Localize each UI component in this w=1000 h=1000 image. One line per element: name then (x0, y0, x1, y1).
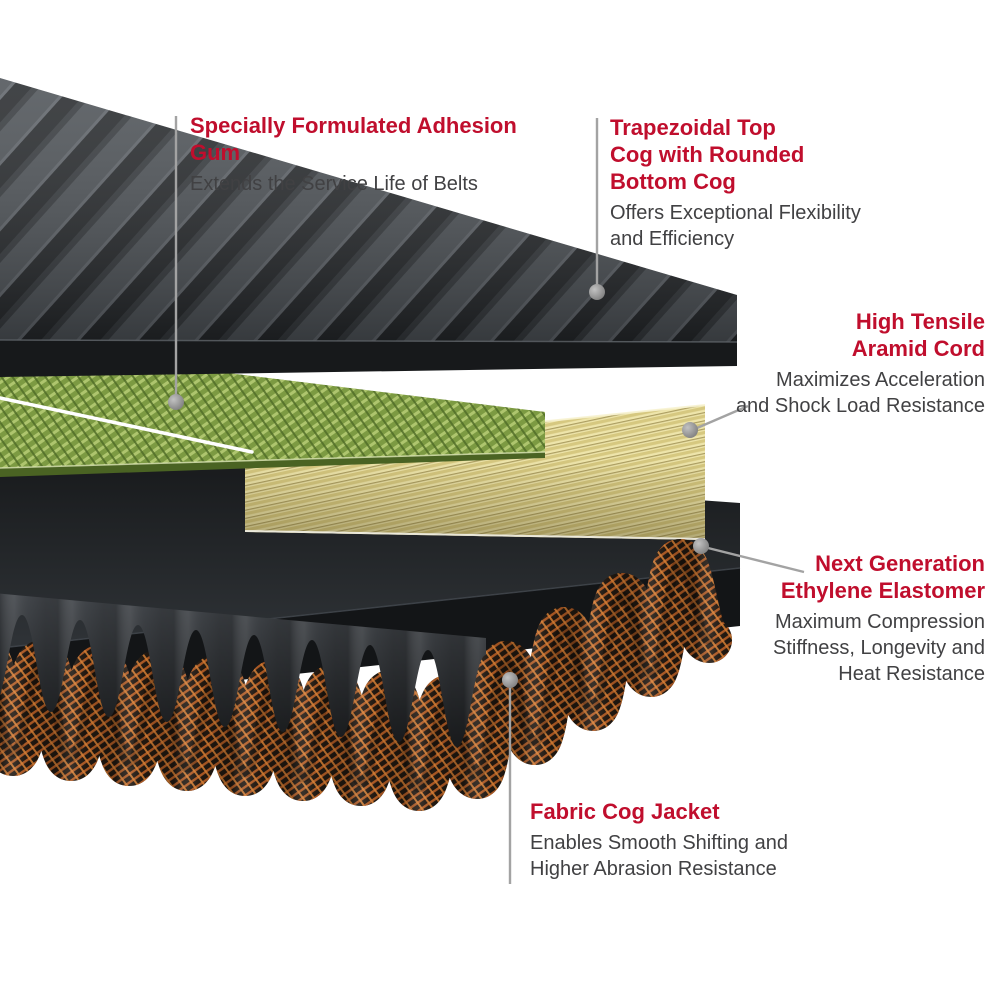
description-line: Stiffness, Longevity and (773, 637, 985, 659)
white-cord-edge (244, 530, 706, 540)
description-line: and Shock Load Resistance (735, 395, 985, 417)
white-cord-highlight (0, 396, 254, 454)
title-line: Trapezoidal Top (610, 115, 776, 140)
layer-top-cog (0, 78, 738, 377)
callout-top-cog: Trapezoidal Top Cog with Rounded Bottom … (610, 114, 861, 252)
dot-top-cog (589, 284, 605, 300)
title-line: Cog with Rounded (610, 142, 805, 167)
title-line: Gum (190, 140, 241, 165)
description-line: Enables Smooth Shifting and (530, 832, 788, 854)
callout-description: Maximizes Acceleration and Shock Load Re… (736, 367, 985, 419)
callout-adhesion-gum: Specially Formulated Adhesion Gum Extend… (190, 112, 517, 197)
callout-title: Fabric Cog Jacket (530, 798, 788, 825)
dot-cog-jacket (502, 672, 518, 688)
leader-elastomer (707, 546, 805, 574)
dot-elastomer (693, 538, 709, 554)
callout-description: Maximum Compression Stiffness, Longevity… (773, 609, 985, 687)
description-line: Maximizes Acceleration (776, 369, 985, 391)
callout-description: Enables Smooth Shifting and Higher Abras… (530, 830, 788, 882)
title-line: High Tensile (855, 309, 985, 334)
callout-cog-jacket: Fabric Cog Jacket Enables Smooth Shiftin… (530, 798, 788, 882)
callout-description: Offers Exceptional Flexibility and Effic… (610, 200, 861, 252)
description-line: Extends the Service Life of Belts (190, 173, 478, 195)
callout-title: Next Generation Ethylene Elastomer (773, 550, 985, 604)
description-line: Higher Abrasion Resistance (530, 858, 777, 880)
leader-dots (168, 284, 709, 688)
callout-elastomer: Next Generation Ethylene Elastomer Maxim… (773, 550, 985, 687)
description-line: Offers Exceptional Flexibility (610, 202, 861, 224)
leader-lines (174, 116, 805, 884)
layer-bottom-cog (0, 593, 486, 747)
description-line: Maximum Compression (774, 611, 985, 633)
title-line: Specially Formulated Adhesion (190, 113, 517, 138)
title-line: Ethylene Elastomer (780, 578, 985, 603)
title-line: Next Generation (815, 551, 985, 576)
leader-aramid-cord (696, 404, 749, 430)
layer-adhesion-gum (0, 345, 546, 477)
callout-description: Extends the Service Life of Belts (190, 171, 517, 197)
description-line: and Efficiency (610, 228, 735, 250)
layer-aramid-cord (244, 404, 706, 540)
title-line: Aramid Cord (851, 336, 985, 361)
dot-aramid-cord (682, 422, 698, 438)
title-line: Bottom Cog (610, 169, 736, 194)
description-line: Heat Resistance (838, 663, 985, 685)
callout-title: High Tensile Aramid Cord (736, 308, 985, 362)
title-line: Fabric Cog Jacket (530, 799, 720, 824)
callout-title: Trapezoidal Top Cog with Rounded Bottom … (610, 114, 861, 195)
callout-title: Specially Formulated Adhesion Gum (190, 112, 517, 166)
callout-aramid-cord: High Tensile Aramid Cord Maximizes Accel… (736, 308, 985, 419)
dot-adhesion-gum (168, 394, 184, 410)
